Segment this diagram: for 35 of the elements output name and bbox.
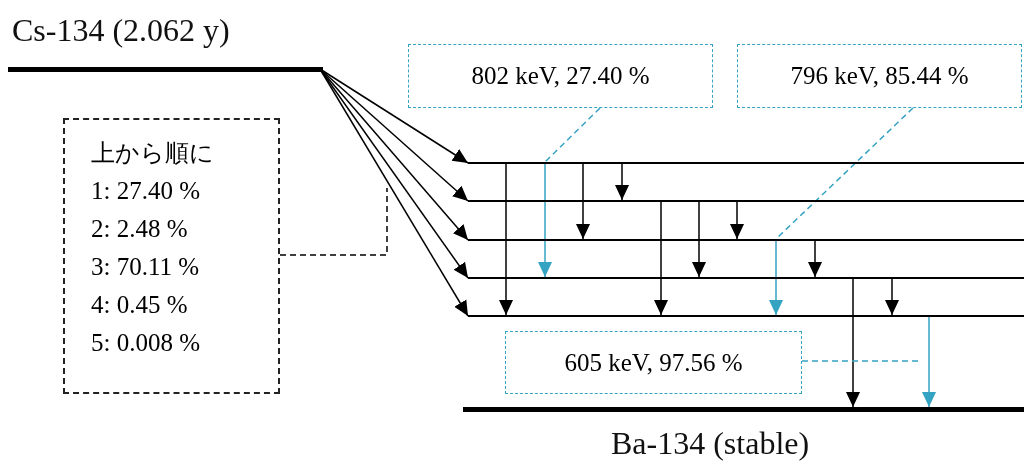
gamma-transition-arrow — [615, 163, 629, 201]
branching-ratio: 4: 0.45 % — [91, 290, 188, 320]
gamma-transition-arrow — [538, 163, 552, 278]
energy-level-line — [468, 239, 1024, 241]
note-heading: 上から順に — [91, 138, 214, 169]
gamma-transition-arrow — [922, 316, 936, 408]
gamma-transition-arrow — [885, 278, 899, 316]
nuclide-label: Ba-134 (stable) — [611, 425, 810, 462]
gamma-transition-arrow — [576, 163, 590, 240]
gamma-transition-arrow — [846, 278, 860, 408]
gamma-transition-arrow — [499, 163, 513, 316]
gamma-label-box — [408, 44, 713, 108]
gamma-energy-text: 802 keV, 27.40 % — [471, 62, 650, 90]
gamma-transition-arrow — [808, 240, 822, 278]
energy-level-line — [468, 162, 1024, 164]
branching-ratio: 2: 2.48 % — [91, 214, 188, 244]
leader-line — [544, 107, 601, 163]
leader-line — [801, 360, 921, 362]
leader-line — [279, 187, 388, 256]
gamma-label-box — [505, 331, 802, 394]
note-box — [63, 118, 280, 394]
gamma-label-box — [737, 44, 1022, 108]
gamma-energy-text: 605 keV, 97.56 % — [564, 348, 743, 377]
gamma-transition-arrow — [769, 240, 783, 316]
energy-level-line — [468, 277, 1024, 279]
energy-level-line — [468, 200, 1024, 202]
gamma-transition-arrow — [730, 201, 744, 240]
nuclide-label: Cs-134 (2.062 y) — [12, 12, 230, 49]
gamma-transition-arrow — [692, 201, 706, 278]
branching-ratio: 1: 27.40 % — [91, 176, 201, 206]
branching-ratio: 3: 70.11 % — [91, 252, 200, 282]
energy-level-line — [468, 315, 1024, 317]
gamma-energy-text: 796 keV, 85.44 % — [790, 62, 969, 90]
branching-ratio: 5: 0.008 % — [91, 328, 201, 358]
gamma-transition-arrow — [654, 201, 668, 316]
